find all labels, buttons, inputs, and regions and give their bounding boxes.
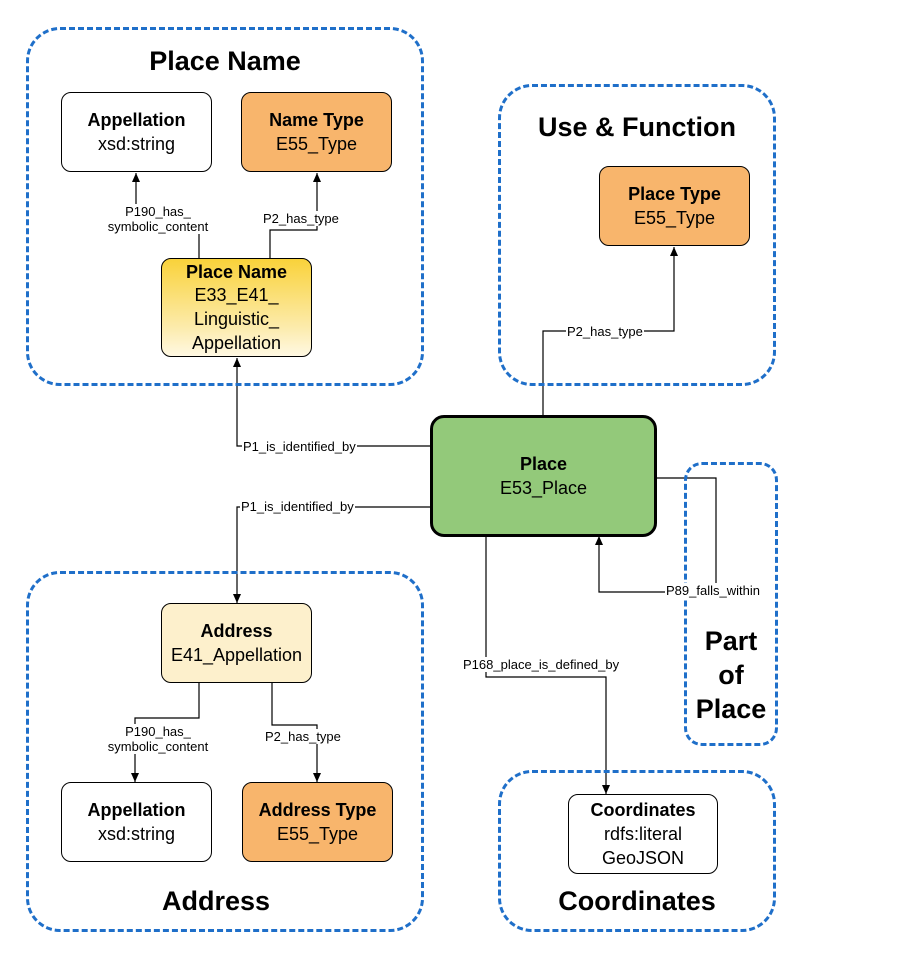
node-place-type[interactable]: Place Type E55_Type: [599, 166, 750, 246]
node-title: Address: [200, 621, 273, 641]
edge-label-p1-address: P1_is_identified_by: [240, 499, 355, 514]
group-title-part-line-1: Part: [704, 626, 758, 656]
edge-label-p190-top: P190_has_ symbolic_content: [98, 204, 218, 234]
edge-p2-address-type: [271, 683, 321, 782]
edge-label-p2-address-type: P2_has_type: [264, 729, 342, 744]
node-coordinates[interactable]: Coordinates rdfs:literal GeoJSON: [568, 794, 718, 874]
node-title: Name Type: [269, 110, 364, 130]
node-title: Address Type: [258, 800, 377, 820]
node-title: Place: [519, 454, 568, 474]
node-line-2: Linguistic_: [193, 308, 280, 329]
group-place-name: [26, 27, 424, 386]
group-title-use-function: Use & Function: [537, 112, 736, 142]
node-line-1: E33_E41_: [194, 284, 279, 305]
node-appellation-top[interactable]: Appellation xsd:string: [61, 92, 212, 172]
node-name-type[interactable]: Name Type E55_Type: [241, 92, 392, 172]
group-title-part-of-place: Part of Place: [684, 624, 778, 726]
edge-p1-place-name: [233, 358, 431, 447]
edge-label-p168: P168_place_is_defined_by: [462, 657, 621, 672]
group-coordinates: [498, 770, 776, 932]
group-title-place-name: Place Name: [149, 46, 301, 76]
node-title: Appellation: [87, 800, 186, 820]
edge-label-line-2: symbolic_content: [107, 739, 209, 754]
node-type: E41_Appellation: [170, 645, 303, 665]
node-place[interactable]: Place E53_Place: [430, 415, 657, 537]
node-title: Appellation: [87, 110, 186, 130]
node-line-3: Appellation: [191, 332, 282, 353]
edge-label-p2-name-type: P2_has_type: [262, 211, 340, 226]
node-type: xsd:string: [97, 134, 176, 154]
node-title: Place Name: [185, 261, 288, 282]
edge-label-line-1: P190_has_: [125, 204, 191, 219]
node-line-1: rdfs:literal: [603, 824, 683, 844]
group-address: [26, 571, 424, 932]
group-use-function: [498, 84, 776, 386]
edge-p168: [485, 536, 610, 794]
group-title-part-line-3: Place: [695, 694, 767, 724]
edge-p2-name-type: [269, 173, 321, 258]
node-address[interactable]: Address E41_Appellation: [161, 603, 312, 683]
node-address-type[interactable]: Address Type E55_Type: [242, 782, 393, 862]
group-title-coordinates: Coordinates: [558, 886, 716, 916]
edge-label-p2-place-type: P2_has_type: [566, 324, 644, 339]
node-type: E53_Place: [499, 478, 588, 498]
edge-label-p89: P89_falls_within: [665, 583, 761, 598]
edge-label-p1-place-name: P1_is_identified_by: [242, 439, 357, 454]
edge-label-line-2: symbolic_content: [107, 219, 209, 234]
node-type: xsd:string: [97, 824, 176, 844]
node-title: Place Type: [628, 184, 721, 204]
node-line-2: GeoJSON: [601, 848, 685, 868]
node-type: E55_Type: [276, 824, 359, 844]
node-type: E55_Type: [633, 208, 716, 228]
group-part-of-place: [684, 462, 778, 746]
group-title-address: Address: [161, 886, 271, 916]
node-appellation-bottom[interactable]: Appellation xsd:string: [61, 782, 212, 862]
edge-label-line-1: P190_has_: [125, 724, 191, 739]
node-title: Coordinates: [590, 800, 696, 820]
node-place-name[interactable]: Place Name E33_E41_ Linguistic_ Appellat…: [161, 258, 312, 357]
group-title-part-line-2: of: [718, 660, 744, 690]
edge-label-p190-bottom: P190_has_ symbolic_content: [98, 724, 218, 754]
node-type: E55_Type: [275, 134, 358, 154]
